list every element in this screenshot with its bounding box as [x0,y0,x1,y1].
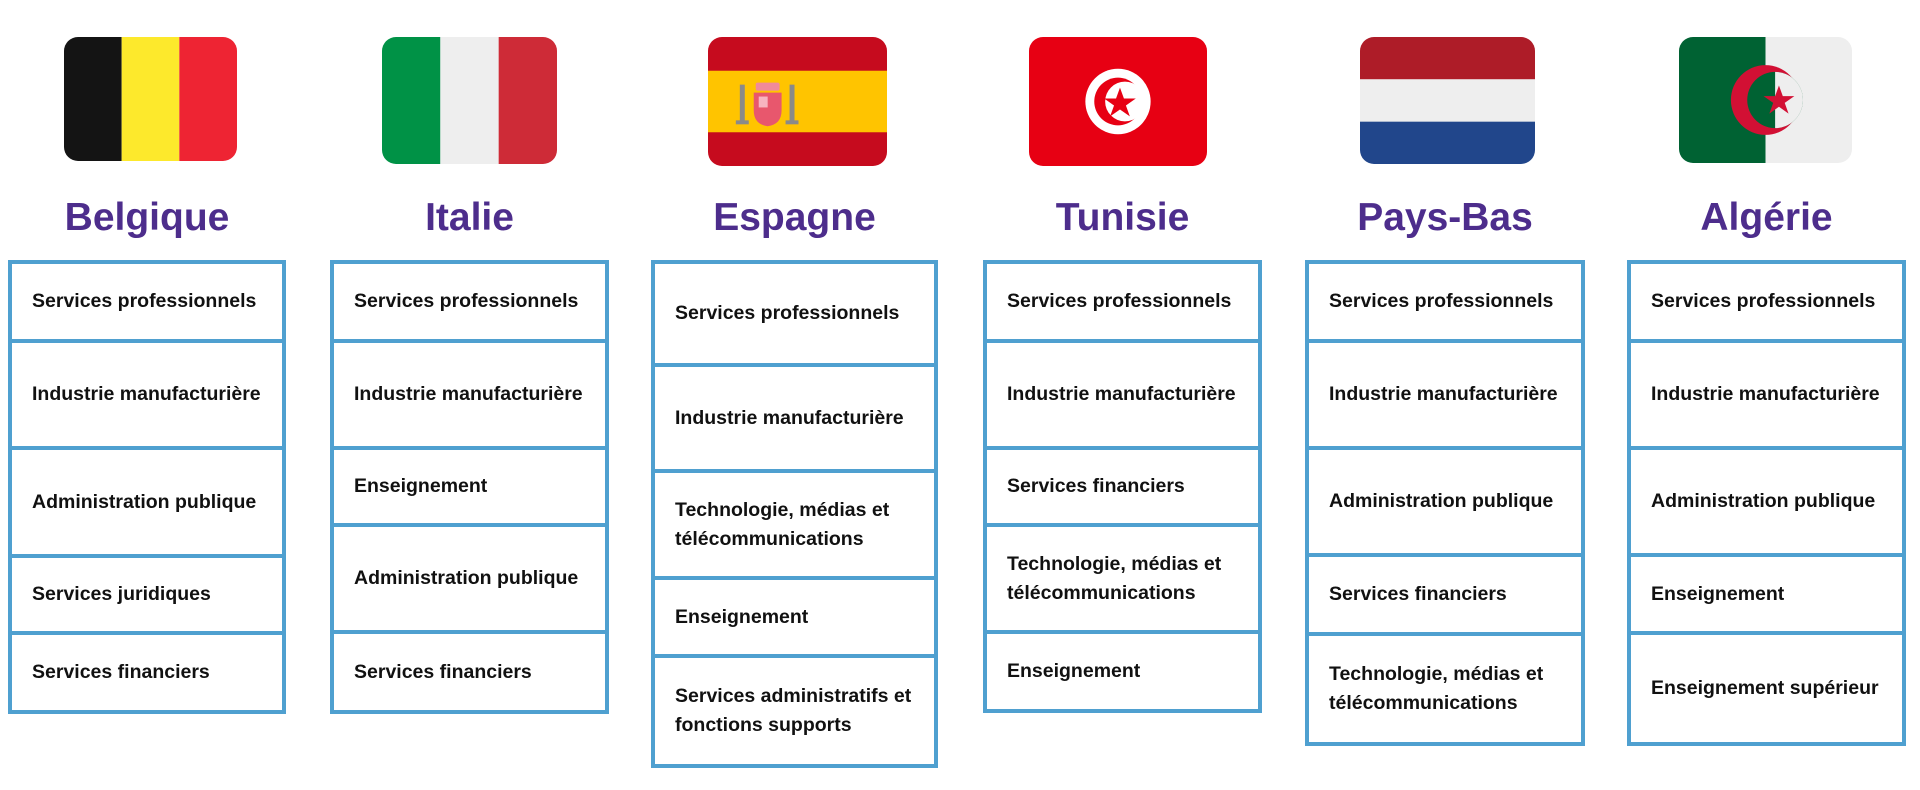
country-name: Algérie [1700,196,1833,239]
italy-flag-icon [382,37,557,164]
sector-label: Industrie manufacturière [1329,383,1558,405]
sector-cell: Services professionnels [334,264,605,343]
sector-label: Industrie manufacturière [1651,383,1880,405]
sector-table: Services professionnels Industrie manufa… [1305,260,1585,746]
sector-cell: Enseignement [655,580,934,658]
sector-label: Industrie manufacturière [32,383,261,405]
sector-label: Services professionnels [1651,290,1876,312]
sector-cell: Industrie manufacturière [987,343,1258,450]
sector-label: Industrie manufacturière [1007,383,1236,405]
sector-label: Enseignement [354,475,488,497]
country-name: Belgique [64,196,230,239]
sector-cell: Services professionnels [12,264,282,343]
sector-cell: Services juridiques [12,558,282,635]
sector-label: Industrie manufacturière [354,383,583,405]
sector-label: Administration publique [1329,490,1554,512]
sector-label: Services professionnels [32,290,257,312]
sector-cell: Services professionnels [1309,264,1581,343]
sector-cell: Enseignement [334,450,605,527]
algeria-flag-icon [1679,37,1852,163]
sector-table: Services professionnels Industrie manufa… [8,260,286,714]
sector-cell: Services financiers [1309,557,1581,636]
sector-label: Services professionnels [675,302,900,324]
sector-cell: Industrie manufacturière [1309,343,1581,450]
sector-cell: Services administratifs et fonctions sup… [655,658,934,764]
sector-table: Services professionnels Industrie manufa… [983,260,1262,713]
sector-label: Services professionnels [1007,290,1232,312]
sector-cell: Technologie, médias et télécommunication… [1309,636,1581,742]
country-name: Pays-Bas [1357,196,1533,239]
sector-label: Enseignement [675,605,809,628]
belgium-flag-icon [64,37,237,161]
sector-table: Services professionnels Industrie manufa… [330,260,609,714]
sector-cell: Services financiers [12,635,282,710]
sector-cell: Industrie manufacturière [334,343,605,450]
sector-label: Services professionnels [354,290,579,312]
sector-label: Services financiers [354,660,532,683]
country-name: Tunisie [1055,196,1190,239]
sector-table: Services professionnels Industrie manufa… [1627,260,1906,746]
sector-cell: Enseignement supérieur [1631,635,1902,742]
sector-label: Administration publique [1651,490,1876,512]
sector-table: Services professionnels Industrie manufa… [651,260,938,768]
sector-label: Services financiers [1007,475,1185,497]
sector-label: Administration publique [32,490,257,513]
sector-label: Services juridiques [32,583,211,605]
sector-cell: Administration publique [1309,450,1581,557]
sector-cell: Services professionnels [1631,264,1902,343]
sector-cell: Administration publique [334,527,605,634]
sector-label: Technologie, médias et télécommunication… [675,498,890,550]
sector-label: Technologie, médias et télécommunication… [1007,552,1222,604]
country-name: Italie [425,196,514,239]
sector-label: Services financiers [32,661,210,683]
tunisia-flag-icon [1029,37,1207,166]
sector-label: Administration publique [354,567,579,589]
sector-label: Technologie, médias et télécommunication… [1329,663,1544,714]
sector-label: Enseignement supérieur [1651,677,1879,699]
sector-cell: Technologie, médias et télécommunication… [655,473,934,580]
sector-label: Services financiers [1329,583,1507,605]
sector-cell: Enseignement [1631,557,1902,635]
sector-cell: Industrie manufacturière [655,367,934,473]
sector-cell: Services financiers [334,634,605,710]
sector-cell: Administration publique [12,450,282,558]
sector-label: Services administratifs et fonctions sup… [675,685,912,736]
netherlands-flag-icon [1360,37,1535,164]
sector-cell: Technologie, médias et télécommunication… [987,527,1258,634]
sector-cell: Services financiers [987,450,1258,527]
sector-cell: Industrie manufacturière [12,343,282,450]
sector-label: Enseignement [1007,660,1141,682]
spain-flag-icon [708,37,887,166]
sector-cell: Enseignement [987,634,1258,709]
sector-cell: Administration publique [1631,450,1902,557]
sector-cell: Industrie manufacturière [1631,343,1902,450]
sector-label: Services professionnels [1329,290,1554,312]
sector-cell: Services professionnels [655,264,934,367]
country-name: Espagne [713,196,876,239]
sector-label: Enseignement [1651,582,1785,605]
sector-label: Industrie manufacturière [675,406,904,429]
sector-cell: Services professionnels [987,264,1258,343]
